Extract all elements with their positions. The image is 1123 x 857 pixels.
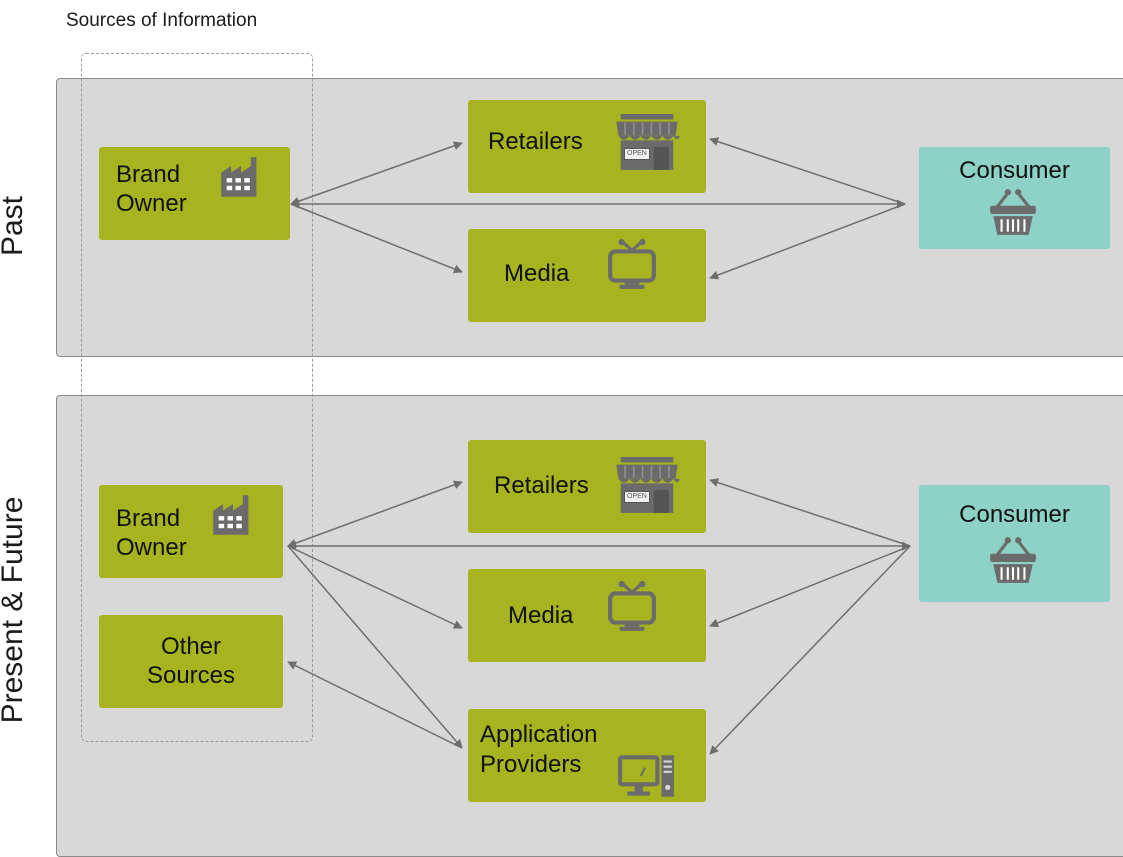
future-media-label: Media [508,602,574,629]
future-media-box: Media [468,569,706,662]
past-consumer-label: Consumer [959,157,1070,184]
computer-icon [618,753,676,799]
past-brand-owner-label-line1: Brand [116,161,181,188]
past-consumer-box: Consumer [919,147,1110,249]
shop-icon [614,457,680,514]
future-brand-owner-box: Brand Owner [99,485,283,578]
future-retailers-label: Retailers [494,472,589,499]
basket-icon [987,535,1039,587]
past-retailers-label: Retailers [488,128,583,155]
application-providers-label-line1: Application [480,721,598,748]
other-sources-label-line2: Sources [146,662,236,689]
factory-icon [219,155,263,199]
application-providers-box: Application Providers [468,709,706,802]
application-providers-label-line2: Providers [480,751,582,778]
future-brand-owner-label-line1: Brand [116,505,181,532]
basket-icon [987,187,1039,239]
other-sources-box: Other Sources [99,615,283,708]
past-retailers-box: Retailers OPEN [468,100,706,193]
shop-icon [614,114,680,171]
future-retailers-box: Retailers OPEN [468,440,706,533]
future-brand-owner-label-line2: Owner [116,534,187,561]
past-media-label: Media [504,260,570,287]
sources-of-information-title: Sources of Information [66,10,258,31]
past-brand-owner-label-line2: Owner [116,190,187,217]
factory-icon [211,493,255,537]
future-consumer-box: Consumer [919,485,1110,602]
open-sign: OPEN [624,491,650,503]
other-sources-label-line1: Other [160,633,222,660]
tv-icon [606,239,658,291]
past-media-box: Media [468,229,706,322]
past-brand-owner-box: Brand Owner [99,147,290,240]
row-label-present-future: Present & Future [0,496,29,724]
open-sign: OPEN [624,148,650,160]
future-consumer-label: Consumer [959,501,1070,528]
row-label-past: Past [0,195,29,257]
sources-of-information-region [81,53,313,742]
tv-icon [606,581,658,633]
